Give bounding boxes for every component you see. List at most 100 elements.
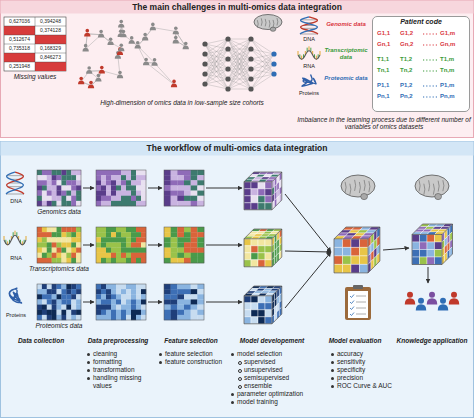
heatmap-cell [121, 242, 126, 247]
heatmap-cell [61, 191, 66, 196]
nn-weight [228, 39, 251, 79]
protein-chain [9, 288, 21, 303]
person-head [87, 66, 91, 70]
heatmap-cell [111, 196, 116, 201]
cube-cell [351, 239, 360, 248]
heatmap-cell [184, 310, 191, 315]
heatmap-cell [121, 305, 126, 310]
person-head [418, 298, 424, 304]
heatmap-cell [61, 227, 66, 232]
heatmap-cell [141, 242, 146, 247]
heatmap-cell [184, 315, 191, 320]
data-cube [334, 227, 380, 273]
heatmap-cell [96, 180, 101, 185]
heatmap-cell [121, 253, 126, 258]
person-head [136, 41, 140, 45]
heatmap-cell [136, 201, 141, 206]
heatmap-cell [106, 232, 111, 237]
heatmap-cell [96, 196, 101, 201]
cohort-network [78, 20, 189, 89]
matrix-cell: P1,2 [400, 82, 426, 89]
heatmap [37, 170, 81, 206]
data-cube [244, 172, 282, 210]
nn-weight [205, 39, 228, 44]
heatmap-cell [121, 315, 126, 320]
heatmap-cell [121, 289, 126, 294]
cube-cell [420, 250, 428, 258]
heatmap-cell [121, 294, 126, 299]
list-item: cleaning [86, 350, 154, 358]
nn-unit [225, 56, 230, 61]
heatmap-cell [101, 294, 106, 299]
cube-cell [343, 239, 352, 248]
heatmap-cell [171, 175, 178, 180]
nn-weight [228, 49, 251, 89]
cube-cell [258, 189, 265, 196]
heatmap-cell [116, 201, 121, 206]
omics-heatmap: Transcriptomics data [28, 227, 90, 273]
heatmap-cell [96, 201, 101, 206]
heatmap-cell [197, 232, 204, 237]
heatmap-cell [52, 289, 57, 294]
heatmap-cell [177, 315, 184, 320]
nn-weight [205, 79, 228, 84]
data-cube [244, 286, 282, 324]
missing-cell [4, 53, 35, 62]
heatmap-cell [116, 191, 121, 196]
brain-shape [254, 15, 282, 30]
heatmap-cell [111, 258, 116, 263]
person-body [86, 70, 92, 74]
heatmap-cell [76, 258, 81, 263]
brain-stem [435, 193, 442, 199]
heatmap-cell [184, 248, 191, 253]
heatmap-cell [47, 315, 52, 320]
heatmap-cell [111, 305, 116, 310]
heatmap-cell [71, 289, 76, 294]
heatmap-cell [141, 284, 146, 289]
person-head [440, 298, 446, 304]
network-link [153, 28, 176, 32]
heatmap-cell [116, 185, 121, 190]
heatmap-cell [131, 237, 136, 242]
nn-unit [248, 66, 253, 71]
heatmap-cell [136, 175, 141, 180]
check-mark [350, 301, 354, 304]
heatmap-cell [66, 242, 71, 247]
person-head [143, 33, 147, 37]
nn-weight [228, 39, 251, 69]
person-icon [405, 292, 416, 305]
person-head [97, 74, 101, 78]
heatmap-cell [106, 248, 111, 253]
heatmap-cell [52, 175, 57, 180]
heatmap-cell [136, 310, 141, 315]
heatmap-cell [42, 237, 47, 242]
person-body [95, 78, 101, 82]
heatmap-cell [116, 232, 121, 237]
list-item: model training [230, 398, 318, 406]
patient-code-ground [372, 16, 470, 112]
heatmap-cell [197, 227, 204, 232]
heatmap-cell [47, 170, 52, 175]
heatmap-cell [66, 315, 71, 320]
heatmap-cell [76, 305, 81, 310]
person-icon [118, 44, 124, 52]
heatmap [164, 227, 204, 263]
heatmap-cell [177, 248, 184, 253]
heatmap-cell [52, 185, 57, 190]
matrix-cell: Tn,1 [377, 67, 403, 74]
list-item: specificity [330, 366, 392, 374]
challenges-panel [1, 1, 474, 138]
heatmap-cell [96, 305, 101, 310]
heatmap-cell [37, 191, 42, 196]
heatmap-cell [47, 248, 52, 253]
heatmap-cell [42, 248, 47, 253]
heatmap-cell [42, 180, 47, 185]
heatmap-cell [66, 284, 71, 289]
heatmap-cell [61, 201, 66, 206]
heatmap-cell [126, 294, 131, 299]
heatmap-cell [116, 284, 121, 289]
heatmap-cell [76, 175, 81, 180]
heatmap-cell [136, 284, 141, 289]
heatmap-cell [52, 305, 57, 310]
heatmap-cell [96, 258, 101, 263]
